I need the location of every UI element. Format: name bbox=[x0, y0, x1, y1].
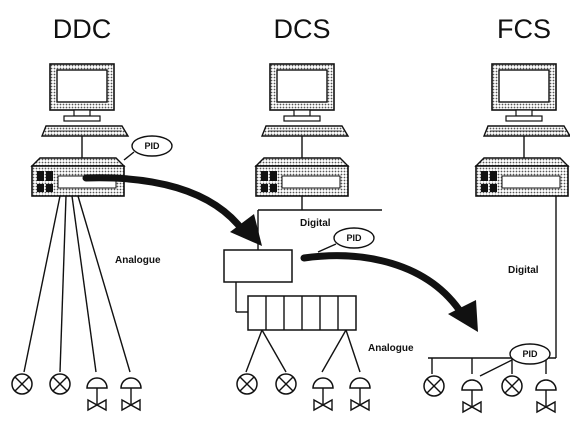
fcs-pid-text: PID bbox=[522, 349, 538, 359]
fcs-digital-label: Digital bbox=[508, 265, 539, 276]
ddc-lamp-2 bbox=[49, 373, 71, 395]
dcs-pid-badge: PID bbox=[317, 227, 375, 253]
dcs-valve-2 bbox=[349, 377, 371, 411]
fcs-lamp-2 bbox=[501, 375, 523, 397]
dcs-valve-1 bbox=[312, 377, 334, 411]
fcs-field-devices bbox=[423, 375, 557, 413]
dcs-local-controller bbox=[223, 249, 293, 283]
ddc-valve-1 bbox=[86, 377, 108, 411]
ddc-lamp-1 bbox=[11, 373, 33, 395]
dcs-analogue-label: Analogue bbox=[368, 343, 414, 354]
fcs-valve-1 bbox=[461, 379, 483, 413]
ddc-valve-2 bbox=[120, 377, 142, 411]
dcs-controller-rack bbox=[255, 157, 349, 197]
arrow-ddc-to-dcs bbox=[82, 174, 262, 246]
dcs-field-devices bbox=[236, 373, 371, 411]
fcs-controller-rack bbox=[475, 157, 569, 197]
fcs-lamp-1 bbox=[423, 375, 445, 397]
ddc-pid-text: PID bbox=[144, 141, 160, 151]
ddc-analogue-wires bbox=[23, 195, 131, 373]
ddc-pid-badge: PID bbox=[123, 135, 173, 161]
fcs-title: FCS bbox=[497, 14, 551, 44]
dcs-analogue-wires bbox=[245, 329, 361, 373]
dcs-digital-label: Digital bbox=[300, 218, 331, 229]
dcs-lamp-2 bbox=[275, 373, 297, 395]
dcs-io-module bbox=[236, 295, 357, 331]
arrow-dcs-to-fcs bbox=[300, 252, 478, 332]
fcs-valve-2 bbox=[535, 379, 557, 413]
ddc-field-devices bbox=[11, 373, 142, 411]
fcs-workstation bbox=[483, 63, 570, 137]
dcs-workstation bbox=[261, 63, 349, 137]
dcs-lamp-1 bbox=[236, 373, 258, 395]
ddc-analogue-label: Analogue bbox=[115, 255, 161, 266]
dcs-pid-text: PID bbox=[346, 233, 362, 243]
dcs-title: DCS bbox=[273, 14, 330, 44]
fcs-pid-badge: PID bbox=[479, 343, 551, 377]
ddc-workstation bbox=[41, 63, 129, 137]
ddc-title: DDC bbox=[53, 14, 112, 44]
